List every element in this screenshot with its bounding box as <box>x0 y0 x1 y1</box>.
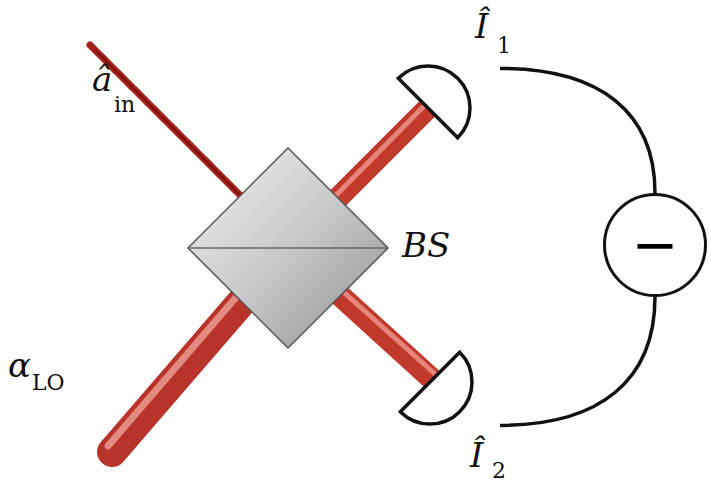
detector-subscript: 2 <box>492 460 506 482</box>
detector-label: Î <box>475 9 488 43</box>
field-label: â <box>92 62 112 96</box>
signal-wire <box>500 68 655 193</box>
input-beam <box>90 45 250 205</box>
photodetector-node: Î2 <box>395 350 500 480</box>
photodetector <box>398 49 487 138</box>
detector-subscript: 1 <box>497 35 511 57</box>
detector-label: Î <box>470 438 483 472</box>
field-label: α <box>8 348 31 382</box>
beam-splitter-node: BS <box>188 148 463 348</box>
beam-splitter-cube <box>188 148 388 348</box>
beam-splitter-surface <box>188 247 388 249</box>
photodetector-node: Î1 <box>395 5 500 140</box>
field-subscript: LO <box>32 372 65 394</box>
photodetector <box>400 352 489 441</box>
subtraction-circle: − <box>603 193 707 297</box>
input-beam-core <box>95 50 250 205</box>
field-subscript: in <box>114 94 135 116</box>
signal-wire <box>500 297 655 425</box>
component-label: BS <box>402 228 450 262</box>
minus-sign: − <box>632 217 679 273</box>
